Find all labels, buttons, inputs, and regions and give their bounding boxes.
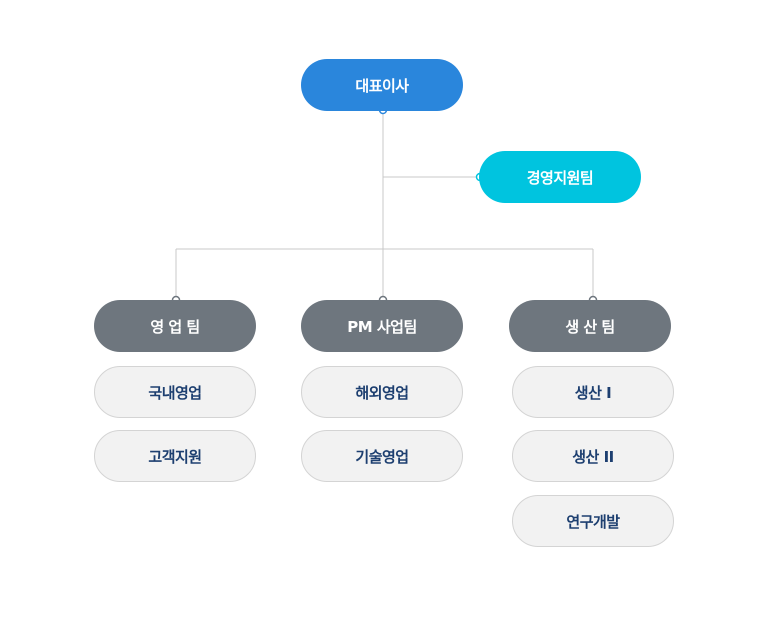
unit-node-production-2: 생산 II [512, 430, 674, 482]
unit-node-research-development: 연구개발 [512, 495, 674, 547]
staff-node-management-support: 경영지원팀 [479, 151, 641, 203]
unit-node-domestic-sales: 국내영업 [94, 366, 256, 418]
unit-node-customer-support: 고객지원 [94, 430, 256, 482]
team-node-production: 생 산 팀 [509, 300, 671, 352]
unit-node-production-1: 생산 I [512, 366, 674, 418]
team-node-pm-business: PM 사업팀 [301, 300, 463, 352]
unit-node-technical-sales: 기술영업 [301, 430, 463, 482]
ceo-node: 대표이사 [301, 59, 463, 111]
team-node-sales: 영 업 팀 [94, 300, 256, 352]
unit-node-overseas-sales: 해외영업 [301, 366, 463, 418]
